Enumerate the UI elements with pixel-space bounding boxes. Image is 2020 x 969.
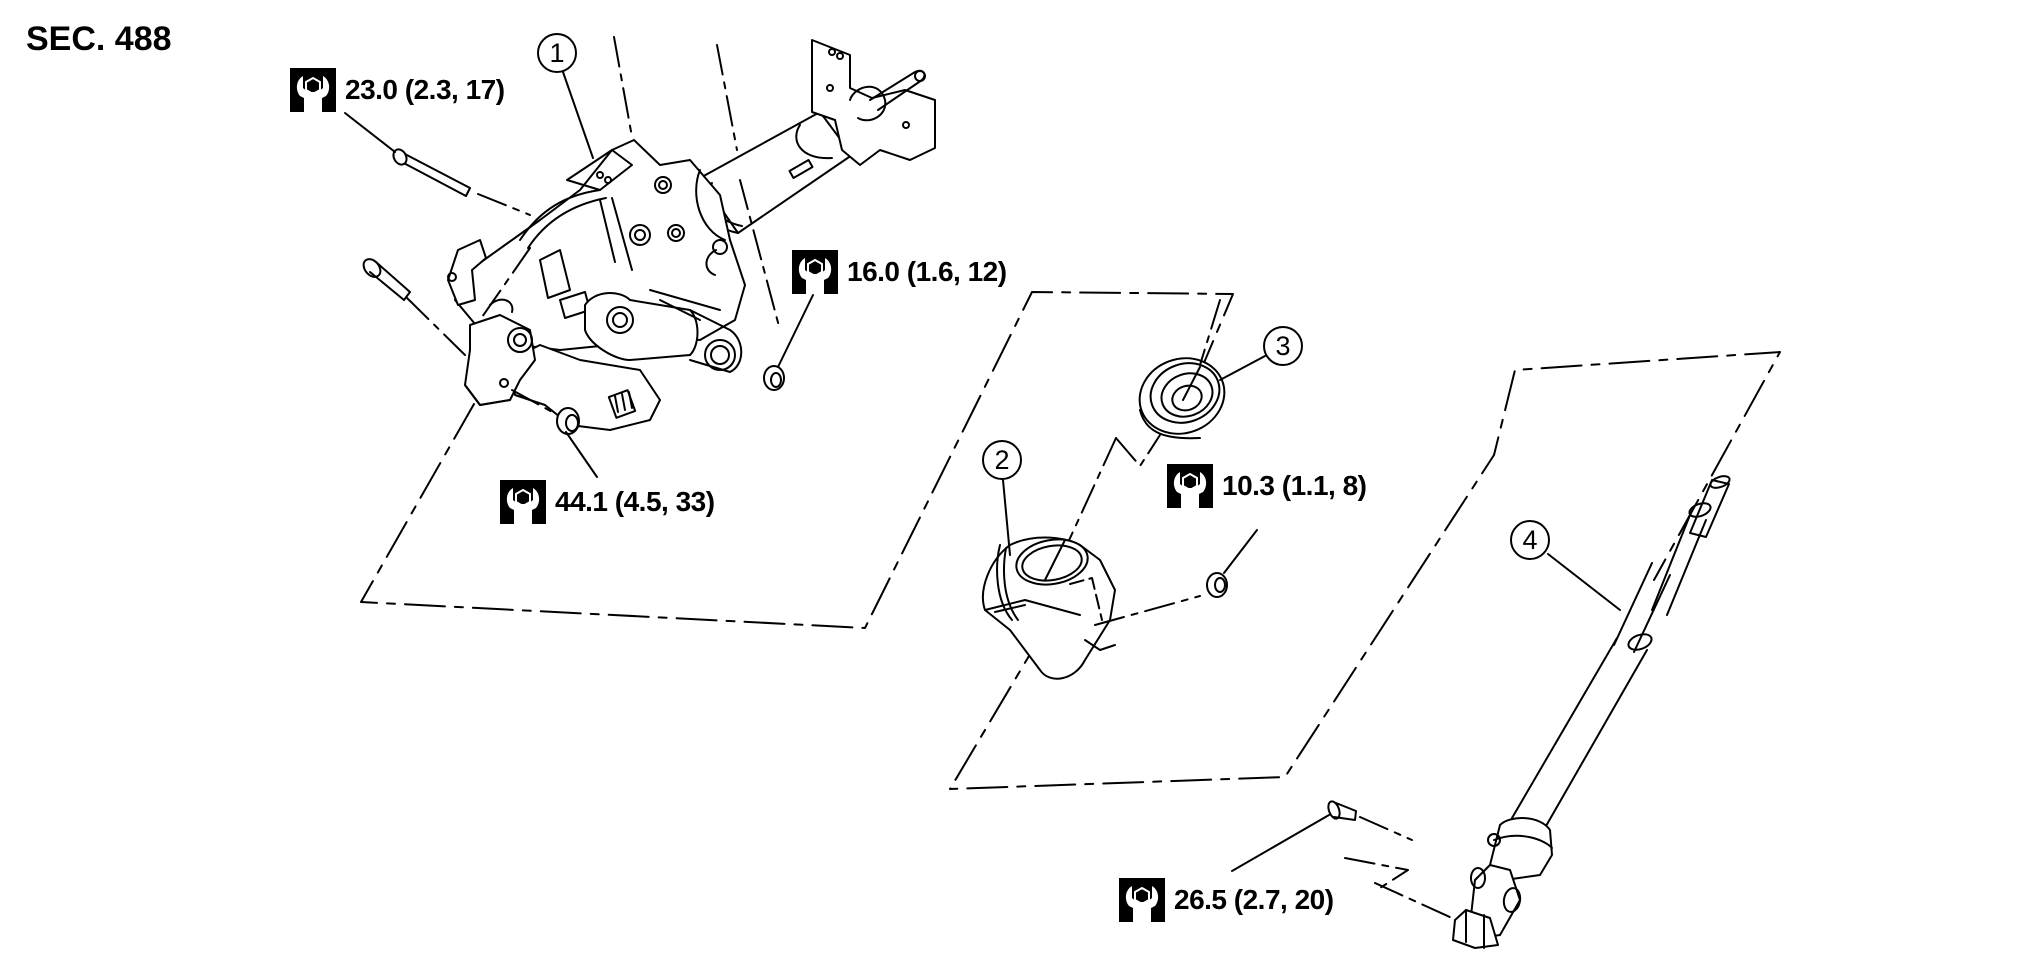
callout-1-leader: [563, 72, 593, 158]
torque-spec-hole-cover-nut: 10.3 (1.1, 8): [1167, 464, 1367, 508]
torque-spec-column-bolt: 23.0 (2.3, 17): [290, 68, 505, 112]
callout-1-number: 1: [549, 37, 565, 68]
torque-wrench-icon: [500, 480, 546, 524]
lower-shaft: [1345, 474, 1731, 948]
callout-2-number: 2: [994, 444, 1010, 475]
torque-spec-lower-shaft-bolt: 26.5 (2.7, 20): [1119, 878, 1334, 922]
callout-4: 4: [1510, 520, 1550, 560]
guide-frame-column-outline: [361, 292, 1233, 628]
torque-value: 44.1 (4.5, 33): [555, 486, 715, 517]
torque-value: 26.5 (2.7, 20): [1174, 884, 1334, 915]
callout-3-number: 3: [1275, 330, 1291, 361]
column-mounting-nut-upper: [764, 295, 813, 390]
callout-2: 2: [982, 440, 1022, 480]
steering-column-assembly: [448, 37, 935, 430]
seal: [1060, 300, 1265, 560]
callout-1: 1: [537, 33, 577, 73]
torque-wrench-icon: [1119, 878, 1165, 922]
torque-wrench-icon: [792, 250, 838, 294]
torque-wrench-icon: [1167, 464, 1213, 508]
hole-cover: [983, 534, 1200, 679]
hole-cover-nut: [1207, 530, 1257, 597]
guide-frame-cover: [950, 352, 1780, 789]
torque-wrench-icon: [290, 68, 336, 112]
section-label: SEC. 488: [26, 20, 172, 58]
torque-spec-column-nut-upper: 16.0 (1.6, 12): [792, 250, 1007, 294]
column-mounting-bolt: [345, 113, 530, 215]
callout-4-leader: [1548, 554, 1620, 610]
callout-3: 3: [1263, 326, 1303, 366]
column-mounting-nut-lower: [512, 390, 597, 477]
column-pivot-bolt: [360, 256, 465, 355]
lower-shaft-joint-bolt: [1232, 800, 1412, 871]
torque-value: 16.0 (1.6, 12): [847, 256, 1007, 287]
callout-2-leader: [1003, 480, 1010, 555]
torque-value: 23.0 (2.3, 17): [345, 74, 505, 105]
callout-4-number: 4: [1522, 524, 1538, 555]
torque-spec-column-nut-lower: 44.1 (4.5, 33): [500, 480, 715, 524]
torque-value: 10.3 (1.1, 8): [1222, 470, 1367, 501]
